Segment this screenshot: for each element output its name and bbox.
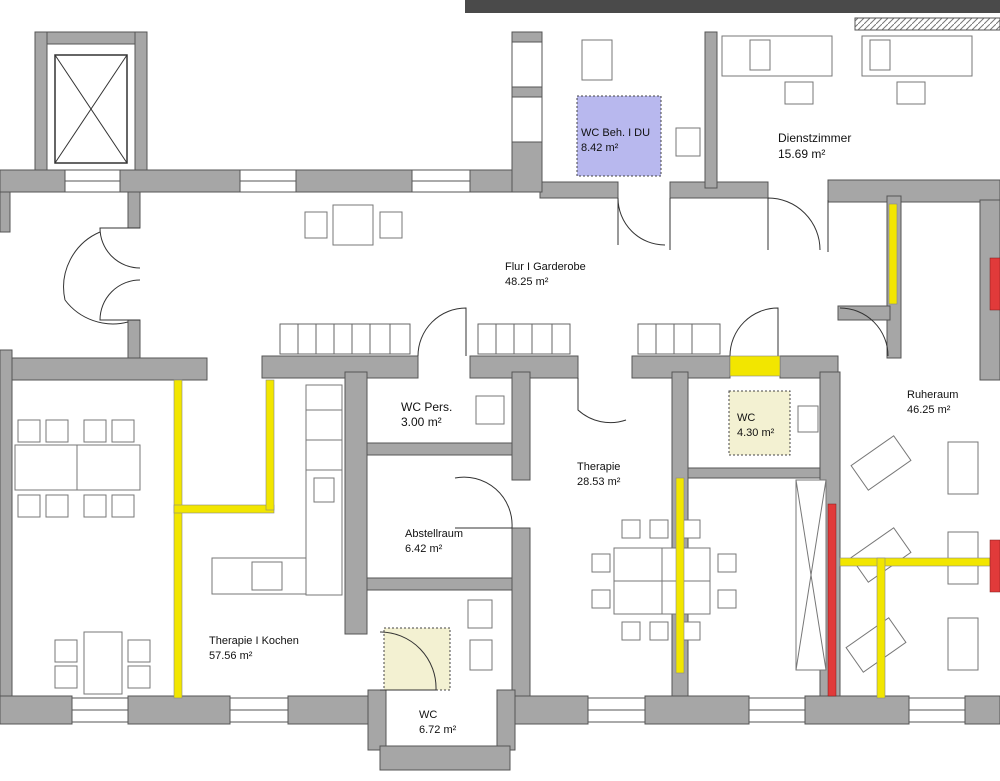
room-label-dienstzimmer: Dienstzimmer 15.69 m² <box>778 130 851 162</box>
room-label-flur: Flur I Garderobe 48.25 m² <box>505 260 586 290</box>
room-area: 28.53 m² <box>577 476 621 488</box>
room-name: WC Beh. I DU <box>581 127 651 139</box>
room-area: 4.30 m² <box>737 427 775 439</box>
room-name: Flur I Garderobe <box>505 261 586 273</box>
room-area: 6.72 m² <box>419 724 457 736</box>
room-label-wc-pers: WC Pers. 3.00 m² <box>401 400 452 430</box>
wc-bottom-highlight <box>383 627 451 691</box>
wc-beh-highlight <box>576 95 662 177</box>
red-markers <box>827 257 1000 697</box>
room-name: WC <box>737 412 756 424</box>
room-label-wc-small: WC 4.30 m² <box>737 411 774 441</box>
room-area: 57.56 m² <box>209 650 253 662</box>
room-name: Abstellraum <box>405 528 464 540</box>
room-label-wc-beh: WC Beh. I DU 8.42 m² <box>581 126 650 156</box>
room-label-ruheraum: Ruheraum 46.25 m² <box>907 388 958 418</box>
room-area: 6.42 m² <box>405 543 443 555</box>
room-area: 15.69 m² <box>778 147 826 161</box>
room-name: Dienstzimmer <box>778 131 852 145</box>
wc-small-highlight <box>728 390 791 456</box>
room-label-therapie: Therapie 28.53 m² <box>577 460 620 490</box>
room-name: Ruheraum <box>907 389 959 401</box>
terrace-hatch <box>854 17 1000 31</box>
room-area: 3.00 m² <box>401 415 442 429</box>
room-area: 46.25 m² <box>907 404 951 416</box>
doors <box>63 197 889 691</box>
room-area: 48.25 m² <box>505 276 549 288</box>
room-area: 8.42 m² <box>581 142 619 154</box>
room-label-abstellraum: Abstellraum 6.42 m² <box>405 527 463 557</box>
windows <box>64 41 966 723</box>
room-label-therapie-kochen: Therapie I Kochen 57.56 m² <box>209 634 299 664</box>
room-label-wc-bottom: WC 6.72 m² <box>419 708 456 738</box>
room-name: Therapie <box>577 461 621 473</box>
guide-lines <box>173 203 991 699</box>
room-name: WC Pers. <box>401 400 453 414</box>
radiators <box>279 323 721 355</box>
roof-strip <box>465 0 1000 13</box>
room-name: Therapie I Kochen <box>209 635 299 647</box>
room-name: WC <box>419 709 438 721</box>
